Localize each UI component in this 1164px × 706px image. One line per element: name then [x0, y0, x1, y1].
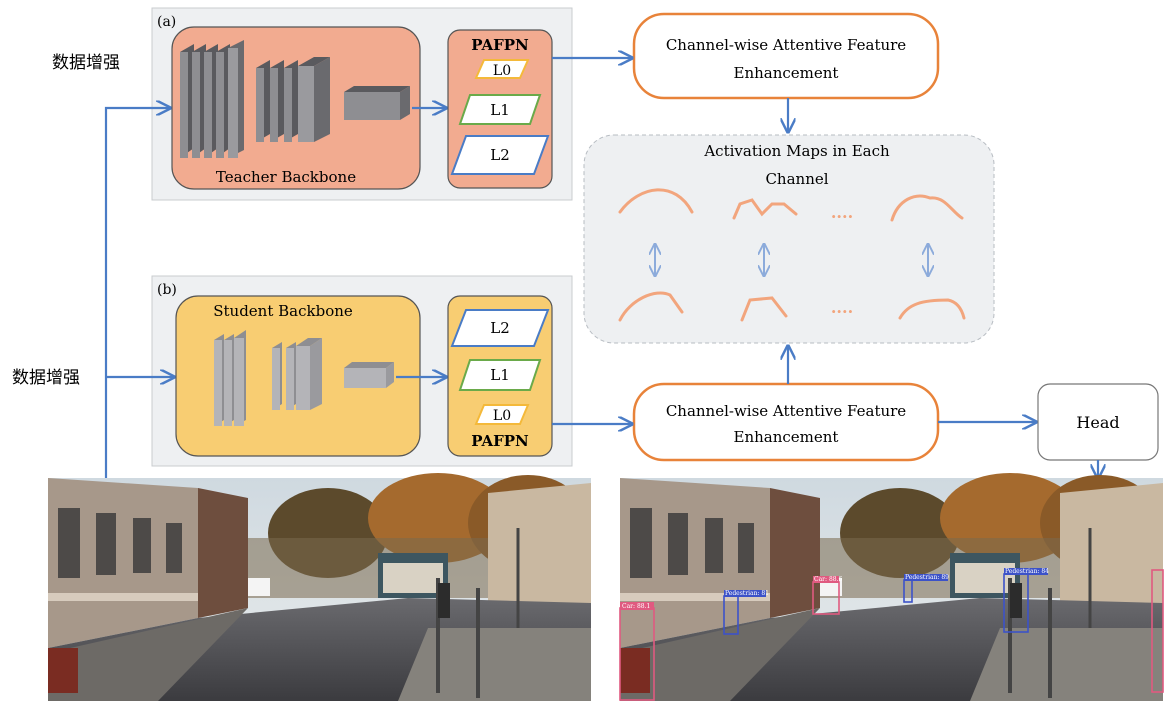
student-level-l2-shape — [450, 309, 550, 347]
teacher-pafpn-title: PAFPN — [471, 36, 529, 54]
activation-curve-top-1 — [618, 188, 694, 214]
teacher-panel-tag: (a) — [157, 14, 176, 30]
teacher-level-l1: L1 — [490, 101, 510, 119]
activation-curve-bottom-1 — [618, 291, 684, 322]
teacher-conv-block-small — [344, 86, 410, 120]
teacher-panel: (a) — [151, 7, 573, 201]
enhancement-top-line1: Channel-wise Attentive Feature — [666, 36, 906, 54]
detection-output-photo: Car: 88.1 Car: 88.6 Pedestrian: 84 Pedes… — [618, 471, 1164, 703]
head-label: Head — [1076, 413, 1119, 432]
activation-curve-top-2 — [732, 198, 798, 220]
input-street-photo — [46, 471, 593, 703]
student-panel: (b) Student Backbone L2 L — [151, 275, 573, 467]
teacher-level-l2-shape — [450, 135, 550, 175]
activation-ellipsis-top: .... — [831, 203, 853, 222]
teacher-level-l1-shape — [458, 94, 542, 125]
detection-label-car-center: Car: 88.6 — [814, 576, 843, 583]
enhancement-top-line2: Enhancement — [734, 64, 839, 82]
student-level-l1-shape — [458, 359, 542, 391]
detection-label-pedestrian-1: Pedestrian: 81 — [725, 590, 769, 597]
enhancement-bottom-line2: Enhancement — [734, 428, 839, 446]
student-conv-blocks-large — [214, 330, 246, 426]
activation-maps-panel: Activation Maps in Each Channel .... ...… — [583, 134, 995, 344]
teacher-conv-blocks-medium — [256, 57, 330, 142]
student-level-l0: L0 — [493, 408, 511, 424]
teacher-backbone-label: Teacher Backbone — [216, 168, 356, 186]
head-box: Head — [1037, 383, 1159, 461]
enhancement-bottom-line1: Channel-wise Attentive Feature — [666, 402, 906, 420]
detection-label-pedestrian-2: Pedestrian: 84 — [1005, 568, 1049, 575]
teacher-level-l0: L0 — [493, 63, 511, 79]
student-panel-tag: (b) — [157, 282, 177, 298]
student-backbone-label: Student Backbone — [213, 302, 353, 320]
augmentation-label-bottom: 数据增强 — [12, 368, 80, 388]
teacher-level-l2: L2 — [490, 146, 510, 164]
augmentation-arrows — [104, 108, 174, 478]
flow-arrows — [552, 58, 1098, 478]
augmentation-label-top: 数据增强 — [52, 53, 120, 73]
student-level-l2: L2 — [490, 319, 510, 337]
activation-ellipsis-bottom: .... — [831, 298, 853, 317]
student-conv-blocks-medium — [272, 338, 322, 410]
activation-curve-top-3 — [890, 194, 964, 222]
activation-curve-bottom-2 — [740, 296, 788, 322]
activation-curve-bottom-3 — [898, 298, 966, 320]
teacher-level-l0-shape — [474, 59, 530, 79]
activation-maps-title-line2: Channel — [765, 170, 828, 188]
student-pafpn-title: PAFPN — [471, 432, 529, 450]
detection-label-pedestrian-3: Pedestrian: 89 — [905, 574, 949, 581]
activation-maps-title-line1: Activation Maps in Each — [703, 142, 890, 160]
enhancement-box-top: Channel-wise Attentive Feature Enhanceme… — [632, 12, 940, 100]
student-level-l1: L1 — [490, 366, 510, 384]
student-level-l0-shape — [474, 404, 530, 425]
student-conv-block-small — [344, 362, 394, 388]
enhancement-box-bottom: Channel-wise Attentive Feature Enhanceme… — [632, 382, 940, 462]
detection-label-car-left: Car: 88.1 — [622, 603, 650, 610]
teacher-conv-blocks-large — [180, 40, 244, 158]
backbone-to-pafpn-arrows — [396, 108, 446, 377]
detection-box-right-edge — [1151, 569, 1164, 693]
